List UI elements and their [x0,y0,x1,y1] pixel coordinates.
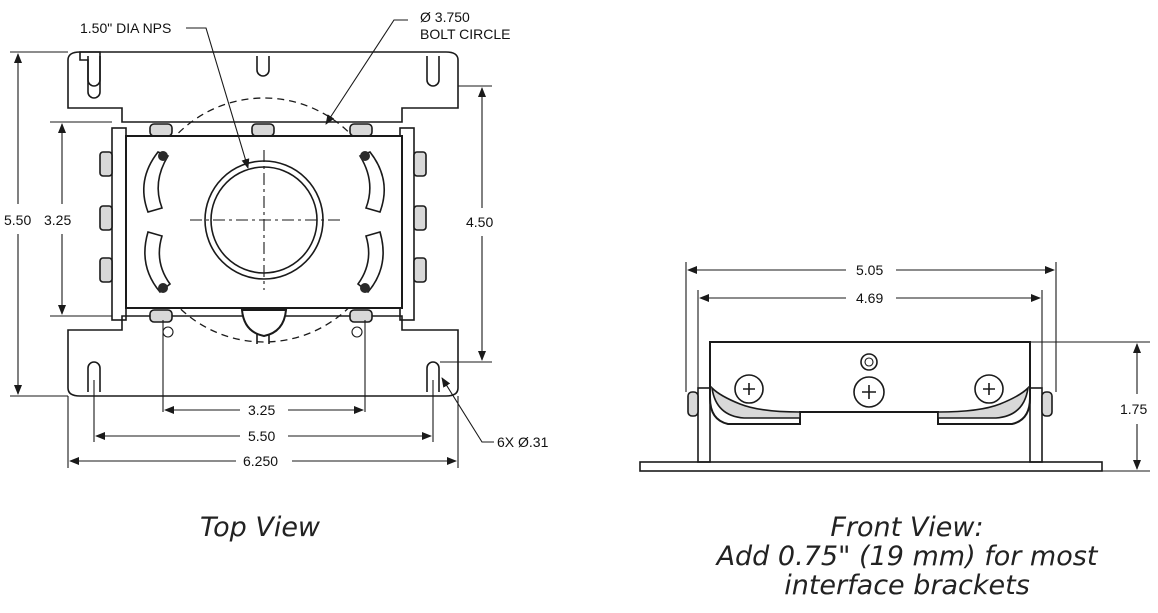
dim-height-right: 4.50 [466,214,493,230]
front-left-upright [697,387,711,463]
dim-width-550: 5.50 [248,428,275,444]
callout-nps: 1.50" DIA NPS [80,20,171,36]
callout-holes: 6X Ø.31 [497,434,549,450]
dim-front-height: 1.75 [1120,401,1147,417]
dim-height-outer: 5.50 [4,212,31,228]
front-base-plate [639,461,1103,472]
arc-slots [142,151,386,294]
dim-width-325: 3.25 [248,402,275,418]
dim-height-inner: 3.25 [44,212,71,228]
top-view-caption: Top View [199,512,321,543]
keyhole-slot [87,56,101,87]
edge-screws [149,123,373,323]
front-screws [734,353,1004,408]
front-view-caption: Front View: Add 0.75" (19 mm) for most i… [660,513,1154,600]
left-side-bracket [111,127,127,321]
front-right-upright [1029,387,1043,463]
callout-bolt-circle-label: BOLT CIRCLE [420,26,511,42]
callout-bolt-circle-dia: Ø 3.750 [420,9,470,25]
dim-front-width-inner: 4.69 [856,290,883,306]
top-view: 1.50" DIA NPS Ø 3.750 BOLT CIRCLE 5.50 3… [4,9,549,469]
keyhole-slot [426,361,440,392]
top-view-base-plate [79,51,101,99]
front-view-caption-line3: interface brackets [784,570,1030,601]
front-view: 5.05 4.69 1.75 [639,262,1150,472]
front-view-caption-line2: Add 0.75" (19 mm) for most [716,541,1098,572]
side-screws [99,151,427,283]
keyhole-slot [426,56,440,87]
front-view-caption-line1: Front View: [830,512,984,543]
dim-front-width-outer: 5.05 [856,262,883,278]
bottom-lug [240,309,288,338]
keyhole-slot [256,56,270,77]
dim-width-6250: 6.250 [243,453,278,469]
keyhole-slot [87,361,101,392]
